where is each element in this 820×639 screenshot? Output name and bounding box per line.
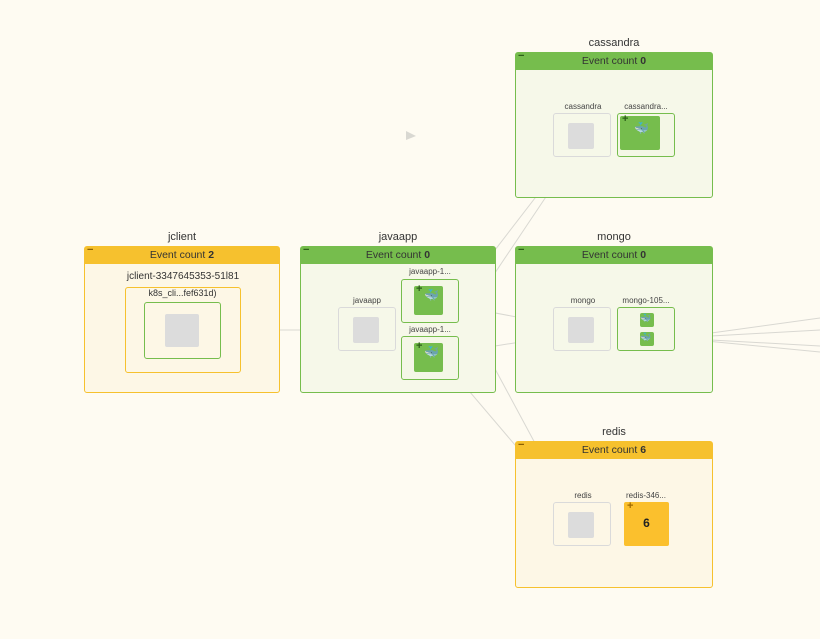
expand-icon[interactable]: + [622,113,629,125]
service-icon [568,123,594,149]
pod-label: mongo-105... [622,296,670,305]
container-2: 🐳 [640,332,654,346]
pod-icon: + 🐳 [414,283,443,315]
service-label: redis [574,491,592,500]
event-count-label: Event count [149,249,206,261]
expand-icon[interactable]: + [416,340,423,352]
pod-node-jclient[interactable] [144,302,221,359]
pod-label: k8s_cli...fef631d) [148,288,217,298]
pod-node-javaapp-1[interactable]: + 🐳 [401,279,459,323]
pod-node-mongo[interactable]: 🐳 🐳 [617,307,675,351]
event-count-value: 6 [640,444,647,456]
container-icon [165,314,199,347]
expand-icon[interactable]: + [627,500,634,512]
group-title-javaapp: javaapp [378,231,418,243]
service-node-javaapp[interactable] [338,307,396,351]
pod-node-redis[interactable]: + 6 [624,500,669,546]
service-node-cassandra[interactable] [553,113,611,157]
collapse-icon[interactable]: − [518,50,525,62]
expand-icon[interactable]: + [416,283,423,295]
docker-whale-icon: 🐳 [640,313,652,323]
collapse-icon[interactable]: − [303,244,310,256]
pod-label-2: javaapp-1... [409,325,451,334]
event-count-label: Event count [365,249,422,261]
pod-node-cassandra[interactable]: + 🐳 [617,113,675,157]
docker-whale-icon: 🐳 [424,288,439,302]
pod-label-1: javaapp-1... [409,267,451,276]
event-count-label: Event count [581,444,638,456]
pod-event-count: 6 [643,516,650,530]
event-count-value: 0 [640,249,647,261]
service-icon [568,317,594,343]
pod-icon: + 🐳 [414,340,443,372]
collapse-icon[interactable]: − [87,244,94,256]
event-count-label: Event count [581,55,638,67]
docker-whale-icon: 🐳 [424,345,439,359]
service-node-redis[interactable] [553,502,611,546]
event-count-label: Event count [581,249,638,261]
service-icon [353,317,379,343]
group-title-cassandra: cassandra [588,37,640,49]
collapse-icon[interactable]: − [518,244,525,256]
docker-whale-icon: 🐳 [640,332,652,342]
service-icon [568,512,594,538]
deployment-label: jclient-3347645353-51l81 [126,271,240,282]
group-title-mongo: mongo [597,231,631,243]
service-label: cassandra [564,102,602,111]
event-count-value: 0 [424,249,431,261]
group-title-redis: redis [602,426,626,438]
container-1: 🐳 [640,313,654,327]
service-label: javaapp [352,296,382,305]
pod-label: redis-346... [625,491,667,500]
deployment-node-jclient[interactable]: k8s_cli...fef631d) [125,287,241,373]
arrowhead [406,131,416,140]
collapse-icon[interactable]: − [518,439,525,451]
service-label: mongo [570,296,596,305]
pod-label: cassandra... [624,102,668,111]
docker-whale-icon: 🐳 [634,121,649,135]
event-count-value: 2 [208,249,215,261]
group-title-jclient: jclient [167,231,197,243]
pod-icon: + 🐳 [620,113,660,150]
event-count-value: 0 [640,55,647,67]
pod-node-javaapp-2[interactable]: + 🐳 [401,336,459,380]
service-node-mongo[interactable] [553,307,611,351]
